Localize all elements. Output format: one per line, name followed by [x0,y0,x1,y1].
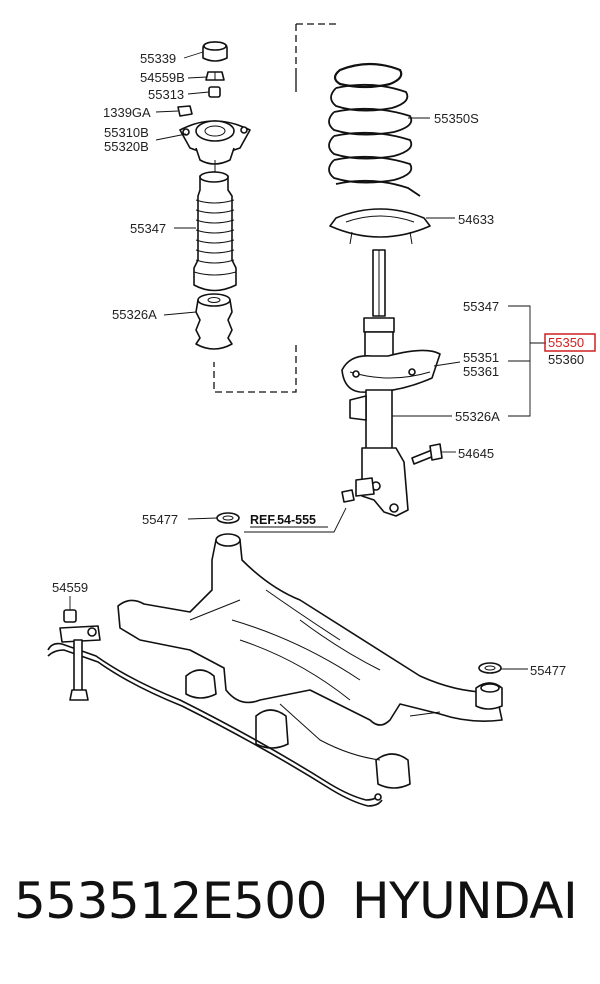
nut-54559B [205,71,225,81]
label-54559: 54559 [52,580,88,595]
label-55351: 55351 [463,350,499,365]
stabilizer-link-54559 [59,609,101,701]
stabilizer-bar [47,642,383,807]
label-55310B: 55310B [104,125,149,140]
label-54559B: 54559B [140,70,185,85]
highlight-box-55350 [544,333,596,352]
label-55347-left: 55347 [130,221,166,236]
bushing-55477-bottom [478,662,502,674]
label-54645: 54645 [458,446,494,461]
label-54633: 54633 [458,212,494,227]
bump-stopper-55326A [195,293,233,350]
label-55326A-right: 55326A [455,409,500,424]
strut-assembly-55351 [341,249,441,517]
strut-mount-55310B [179,120,251,172]
coil-spring-55350S [328,62,421,197]
dust-boot-55347 [193,171,237,292]
bushing-55477-top [216,512,240,524]
brand-name: HYUNDAI [352,872,578,930]
leader-lines [69,51,546,670]
part-number: 553512E500 [14,872,327,930]
bolt-54645 [411,443,443,465]
label-1339GA: 1339GA [103,105,151,120]
nut-ref [341,489,355,503]
dust-cap-55339 [202,41,228,62]
label-55477-bottom: 55477 [530,663,566,678]
spacer-55313 [208,86,221,98]
spring-pad-54633 [329,208,431,245]
label-55313: 55313 [148,87,184,102]
label-55350: 55350 [548,335,584,350]
exploded-view-connector [213,23,340,393]
nut-1339GA [177,105,193,117]
label-55339: 55339 [140,51,176,66]
label-55350S: 55350S [434,111,479,126]
label-55361: 55361 [463,364,499,379]
label-55347-right: 55347 [463,299,499,314]
rear-subframe [117,533,503,789]
label-55326A-left: 55326A [112,307,157,322]
label-ref-54-555: REF.54-555 [250,513,316,527]
label-55477-top: 55477 [142,512,178,527]
label-55320B: 55320B [104,139,149,154]
label-55360: 55360 [548,352,584,367]
footer: 553512E500 HYUNDAI [0,872,600,952]
